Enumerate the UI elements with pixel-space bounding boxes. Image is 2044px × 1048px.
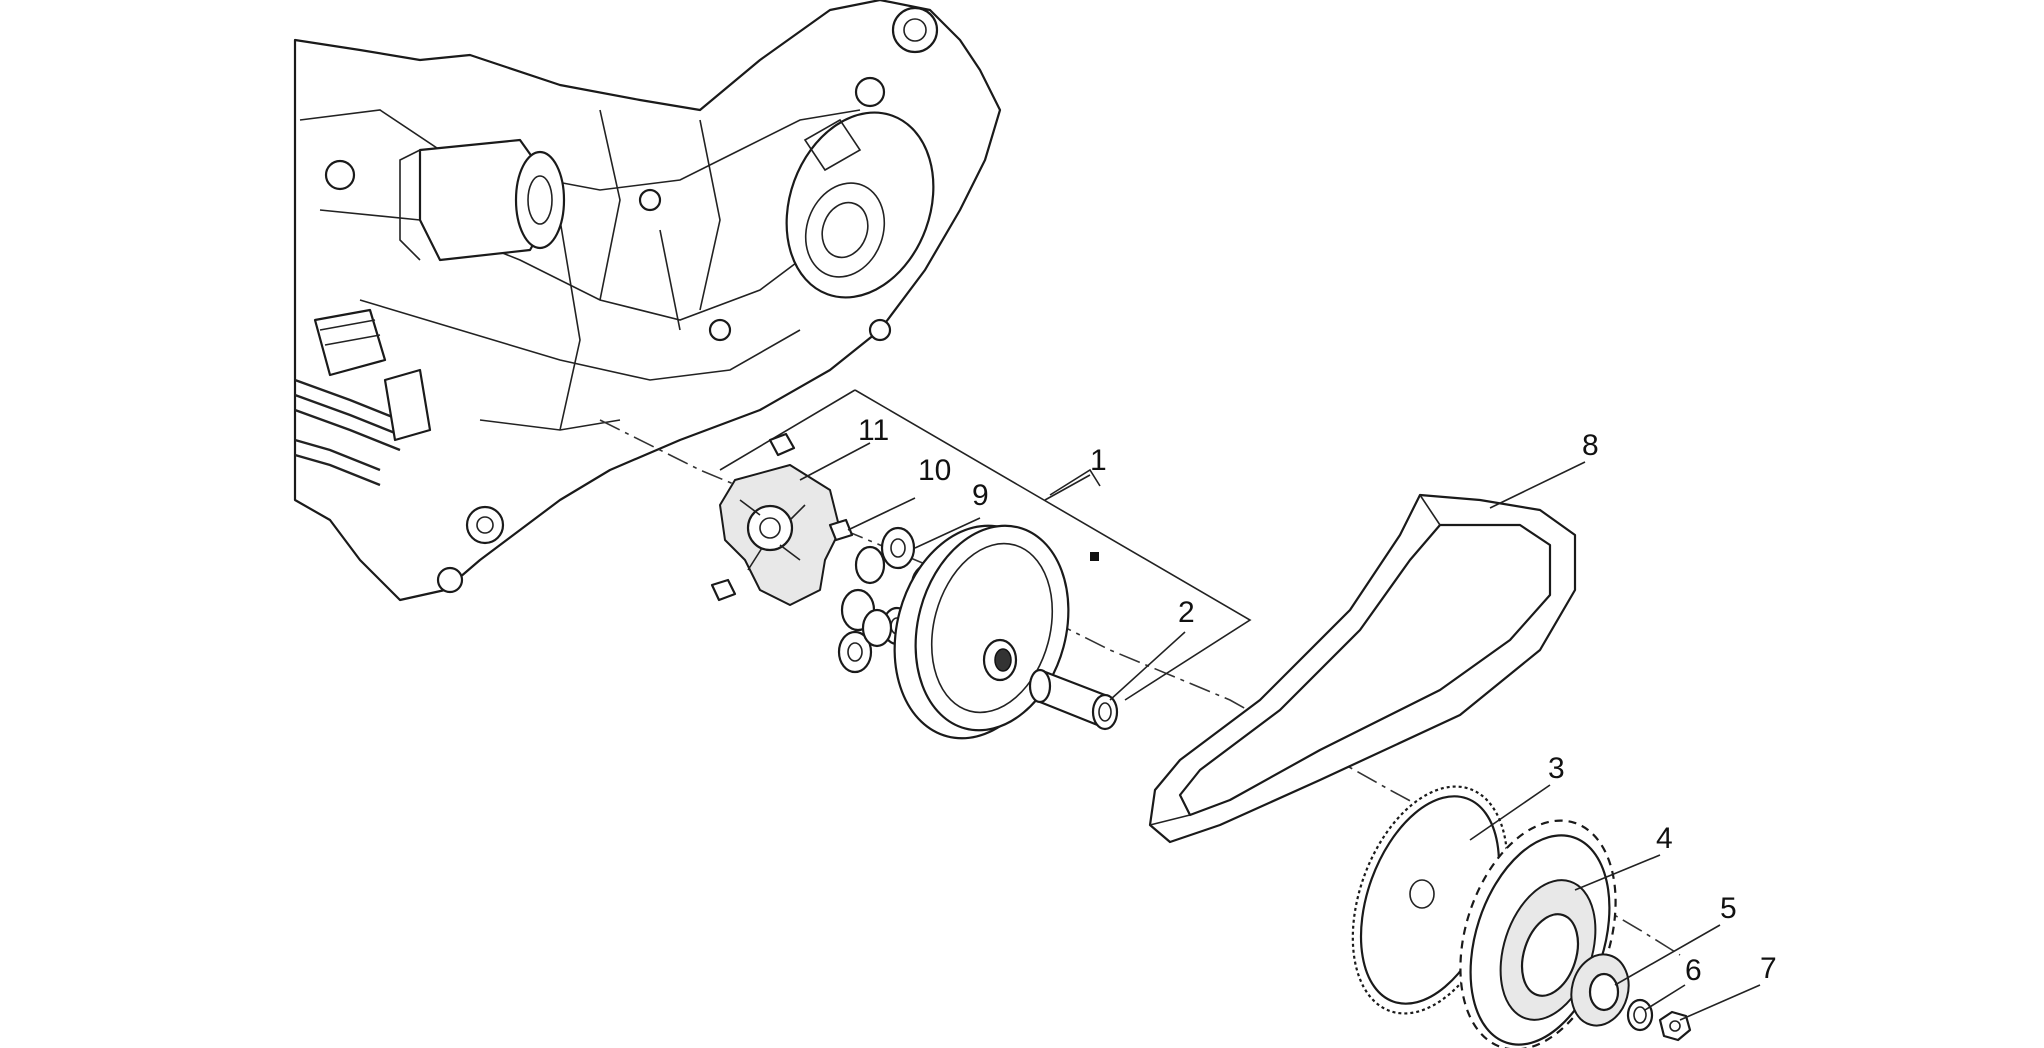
bushing-part [1028,668,1119,731]
callout-labels: 11 10 9 1 2 8 3 4 5 6 7 [858,414,1777,987]
drive-belt-part [1148,493,1577,844]
callout-6: 6 [1685,954,1702,987]
engine-crankcase [293,0,1002,602]
starter-motor [399,138,566,262]
callout-1: 1 [1090,444,1107,477]
leader-lines [799,442,1761,1021]
callout-10: 10 [918,454,951,487]
callout-4: 4 [1656,822,1673,855]
callout-7: 7 [1760,952,1777,985]
callout-2: 2 [1178,596,1195,629]
clutch-hub-part [1570,953,1630,1027]
nut-part [1658,1010,1692,1042]
callout-9: 9 [972,479,989,512]
variator-pulley-part [893,524,1070,740]
washer-part [1626,998,1654,1032]
callout-3: 3 [1548,752,1565,785]
callout-5: 5 [1720,892,1737,925]
callout-11: 11 [858,414,889,447]
kit-1-bracket [719,389,1252,701]
ramp-plate-part [710,432,841,606]
callout-8: 8 [1582,429,1599,462]
slider-part [828,518,854,542]
